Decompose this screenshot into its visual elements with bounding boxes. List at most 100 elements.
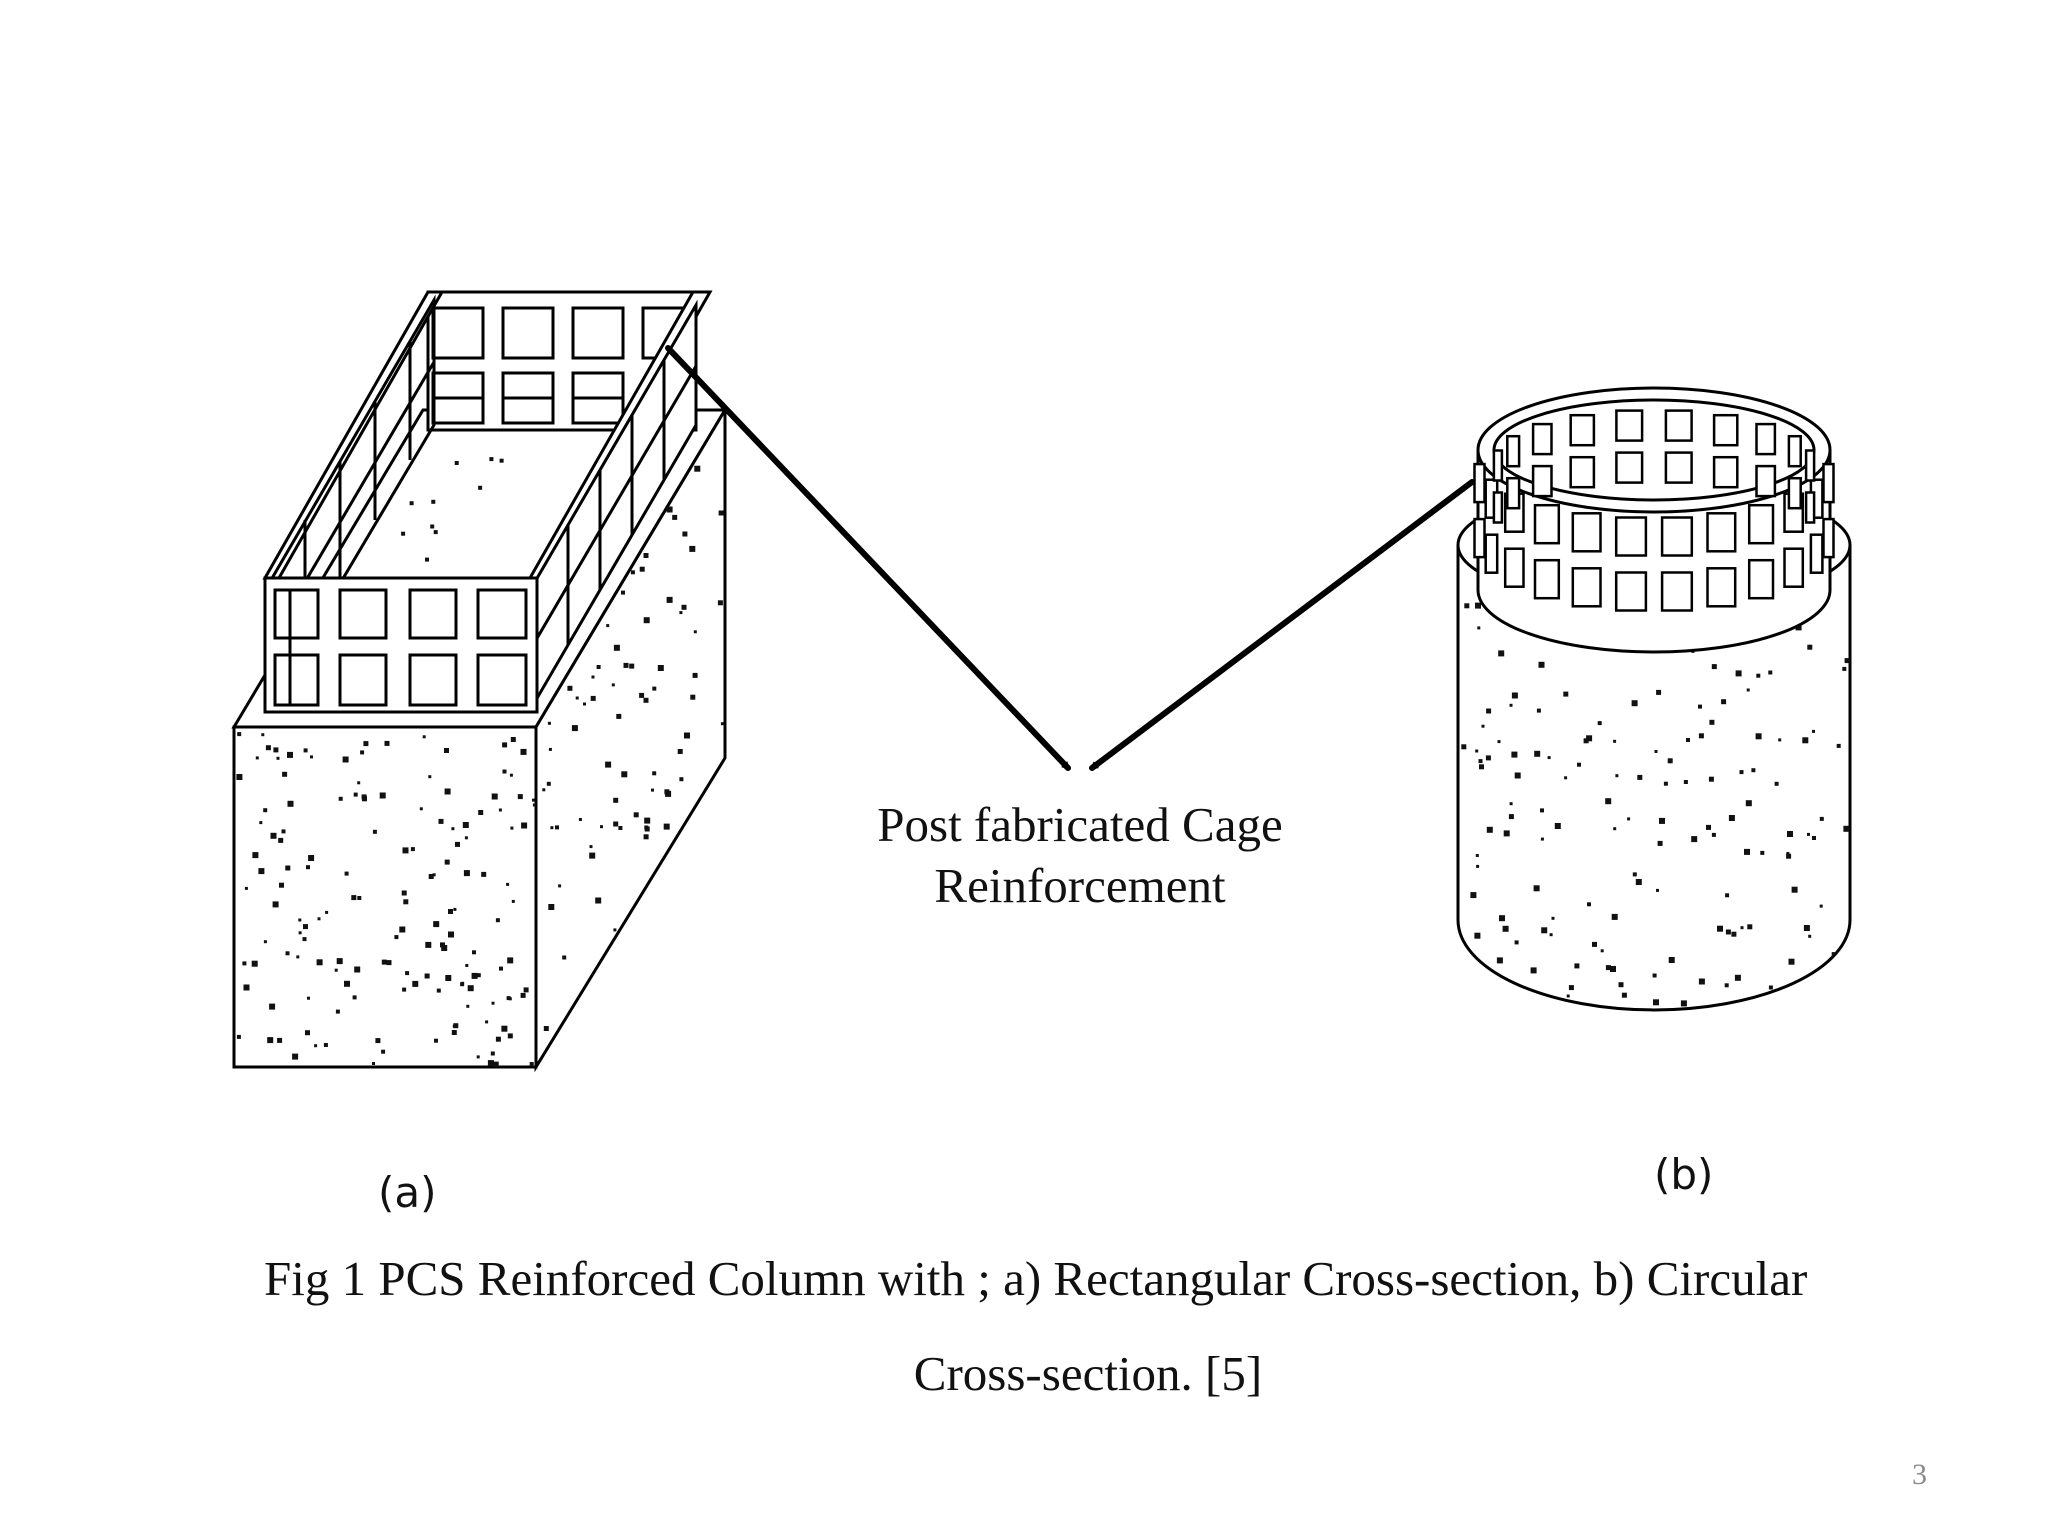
cage-opening bbox=[1712, 455, 1739, 489]
speckle bbox=[302, 937, 307, 942]
speckle bbox=[495, 918, 500, 923]
label-a: (a) bbox=[378, 1168, 437, 1217]
speckle bbox=[664, 942, 670, 948]
speckle bbox=[621, 590, 625, 595]
speckle bbox=[702, 979, 706, 984]
speckle bbox=[1514, 940, 1519, 945]
speckle bbox=[244, 886, 248, 890]
speckle bbox=[679, 777, 684, 782]
speckle bbox=[532, 798, 535, 802]
speckle bbox=[1698, 733, 1704, 739]
speckle bbox=[1566, 994, 1570, 998]
speckle bbox=[1751, 768, 1756, 773]
speckle bbox=[562, 955, 567, 960]
speckle bbox=[325, 910, 329, 914]
speckle bbox=[1519, 998, 1526, 1005]
speckle bbox=[1470, 892, 1477, 899]
cage-opening bbox=[1755, 464, 1777, 498]
speckle bbox=[697, 998, 702, 1003]
speckle bbox=[461, 981, 465, 985]
speckle bbox=[689, 908, 696, 915]
speckle bbox=[672, 514, 678, 520]
speckle bbox=[399, 926, 406, 933]
speckle bbox=[386, 960, 392, 966]
speckle bbox=[498, 808, 502, 812]
speckle bbox=[465, 964, 469, 967]
speckle bbox=[664, 789, 670, 795]
speckle bbox=[1475, 749, 1479, 753]
speckle bbox=[1502, 925, 1509, 932]
speckle bbox=[1652, 973, 1657, 978]
speckle bbox=[1551, 916, 1555, 920]
speckle bbox=[718, 510, 724, 516]
speckle bbox=[316, 959, 323, 966]
speckle bbox=[679, 611, 683, 615]
speckle bbox=[1597, 721, 1602, 726]
speckle bbox=[510, 737, 516, 742]
speckle bbox=[444, 788, 451, 795]
cage-opening bbox=[1712, 413, 1739, 447]
speckle bbox=[375, 1038, 381, 1044]
speckle bbox=[640, 1017, 644, 1021]
speckle bbox=[344, 871, 349, 876]
speckle bbox=[1844, 658, 1850, 664]
speckle bbox=[344, 980, 350, 987]
speckle bbox=[478, 810, 484, 815]
speckle bbox=[285, 865, 291, 871]
speckle bbox=[1503, 830, 1510, 837]
speckle bbox=[267, 1037, 274, 1044]
speckle bbox=[502, 769, 507, 774]
speckle bbox=[613, 644, 620, 651]
speckle bbox=[485, 1020, 489, 1024]
speckle bbox=[381, 1049, 386, 1054]
speckle bbox=[263, 808, 268, 813]
speckle bbox=[1536, 708, 1541, 713]
speckle bbox=[529, 1062, 534, 1066]
speckle bbox=[1605, 965, 1611, 971]
speckle bbox=[303, 748, 308, 753]
speckle bbox=[681, 604, 687, 610]
speckle bbox=[1613, 739, 1617, 743]
speckle bbox=[1586, 735, 1593, 742]
speckle bbox=[698, 1009, 704, 1015]
speckle bbox=[517, 794, 523, 800]
speckle bbox=[279, 882, 284, 888]
speckle bbox=[251, 960, 258, 967]
speckle bbox=[236, 1034, 241, 1039]
cage-opening bbox=[1531, 464, 1553, 498]
speckle bbox=[1711, 832, 1716, 837]
cage-opening bbox=[1571, 512, 1602, 553]
speckle bbox=[1734, 974, 1741, 981]
speckle bbox=[578, 818, 582, 821]
speckle bbox=[360, 750, 365, 755]
cage-opening bbox=[1787, 476, 1802, 510]
speckle bbox=[431, 499, 436, 504]
speckle bbox=[478, 485, 483, 490]
speckle bbox=[1746, 688, 1750, 692]
speckle bbox=[635, 957, 640, 962]
speckle bbox=[639, 692, 645, 698]
speckle bbox=[448, 909, 453, 914]
speckle bbox=[1475, 602, 1481, 609]
speckle bbox=[716, 1014, 720, 1018]
speckle bbox=[677, 749, 683, 754]
speckle bbox=[1744, 848, 1750, 855]
speckle bbox=[1711, 664, 1717, 670]
speckle bbox=[720, 963, 725, 969]
speckle bbox=[1577, 762, 1581, 767]
speckle bbox=[507, 957, 514, 964]
speckle bbox=[1731, 931, 1737, 937]
speckle bbox=[1475, 854, 1479, 857]
speckle bbox=[272, 901, 279, 908]
speckle bbox=[623, 662, 629, 668]
speckle bbox=[692, 1052, 697, 1057]
cage-opening bbox=[1531, 422, 1553, 456]
speckle bbox=[1724, 983, 1729, 988]
speckle bbox=[379, 792, 386, 799]
speckle bbox=[639, 566, 645, 572]
speckle bbox=[1691, 836, 1698, 843]
speckle bbox=[276, 756, 280, 760]
speckle bbox=[1778, 738, 1782, 742]
speckle bbox=[666, 506, 673, 513]
speckle bbox=[476, 973, 481, 978]
